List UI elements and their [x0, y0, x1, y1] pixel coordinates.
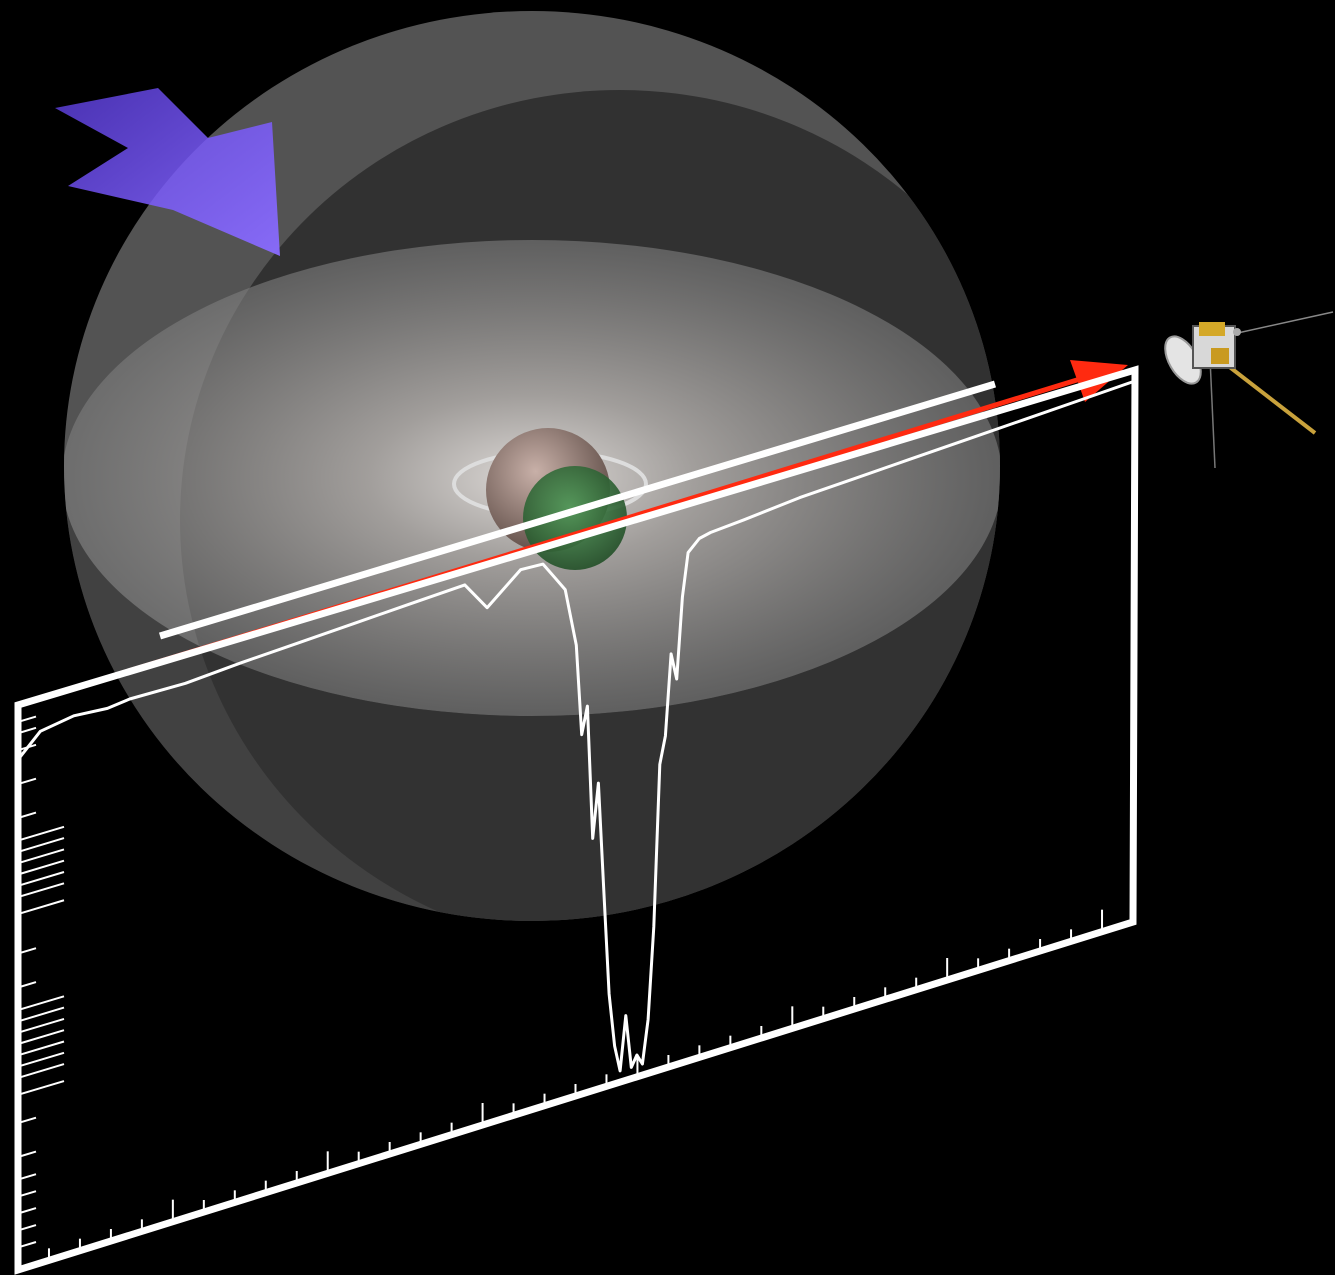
y-tick: [17, 1207, 37, 1215]
y-tick: [17, 871, 65, 887]
y-tick: [17, 1080, 65, 1096]
y-tick: [17, 1051, 65, 1068]
y-tick: [17, 899, 65, 916]
y-tick: [17, 981, 37, 989]
moon: [523, 466, 627, 570]
y-tick: [17, 1063, 65, 1079]
y-tick: [17, 1006, 65, 1023]
y-tick: [17, 1173, 37, 1181]
y-tick: [17, 1190, 37, 1198]
y-tick: [17, 1224, 37, 1232]
y-tick: [17, 995, 65, 1012]
y-tick: [17, 1017, 65, 1034]
spacecraft-icon: [1164, 311, 1334, 469]
y-tick: [17, 947, 37, 955]
y-tick: [17, 1029, 65, 1045]
plot-ticks: [17, 715, 1104, 1261]
y-tick: [17, 726, 37, 735]
y-tick: [17, 715, 37, 723]
plot-frame: [14, 365, 1139, 1275]
y-tick: [17, 848, 65, 865]
lower-shell: [64, 478, 1000, 921]
y-tick: [17, 811, 37, 819]
y-tick: [17, 1116, 37, 1125]
y-tick: [17, 825, 65, 842]
y-tick: [17, 777, 37, 786]
y-tick: [17, 1150, 37, 1158]
arrow-icon: [55, 88, 280, 256]
y-tick: [17, 882, 65, 899]
equatorial-plane-line: [158, 380, 997, 640]
y-tick: [17, 1241, 37, 1249]
light-curve: [16, 379, 1136, 1073]
y-tick: [17, 1040, 65, 1057]
y-tick: [17, 859, 65, 876]
y-tick: [17, 837, 65, 853]
